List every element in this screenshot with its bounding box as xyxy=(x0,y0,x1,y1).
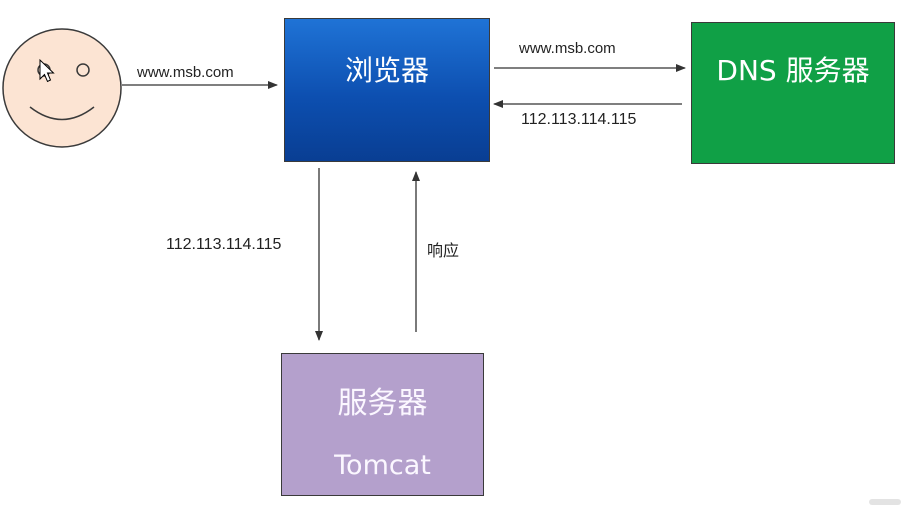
edge-label-browser-to-dns: www.msb.com xyxy=(519,40,616,57)
dns-server-node: DNS 服务器 xyxy=(691,22,895,164)
server-title: 服务器 xyxy=(337,386,428,421)
browser-label: 浏览器 xyxy=(344,54,429,87)
corner-scroll-indicator xyxy=(869,499,901,505)
tomcat-server-node: 服务器 Tomcat xyxy=(281,353,484,496)
dns-server-label: DNS 服务器 xyxy=(716,54,870,87)
edge-label-dns-to-browser: 112.113.114.115 xyxy=(521,111,637,128)
edge-label-browser-to-server: 112.113.114.115 xyxy=(166,236,282,253)
edge-label-user-to-browser: www.msb.com xyxy=(137,64,234,81)
edge-label-server-to-browser: 响应 xyxy=(427,241,460,260)
user-smiley-icon xyxy=(2,28,122,148)
browser-node: 浏览器 xyxy=(284,18,490,162)
server-subtitle: Tomcat xyxy=(334,450,431,481)
mouse-cursor-icon xyxy=(39,58,55,83)
